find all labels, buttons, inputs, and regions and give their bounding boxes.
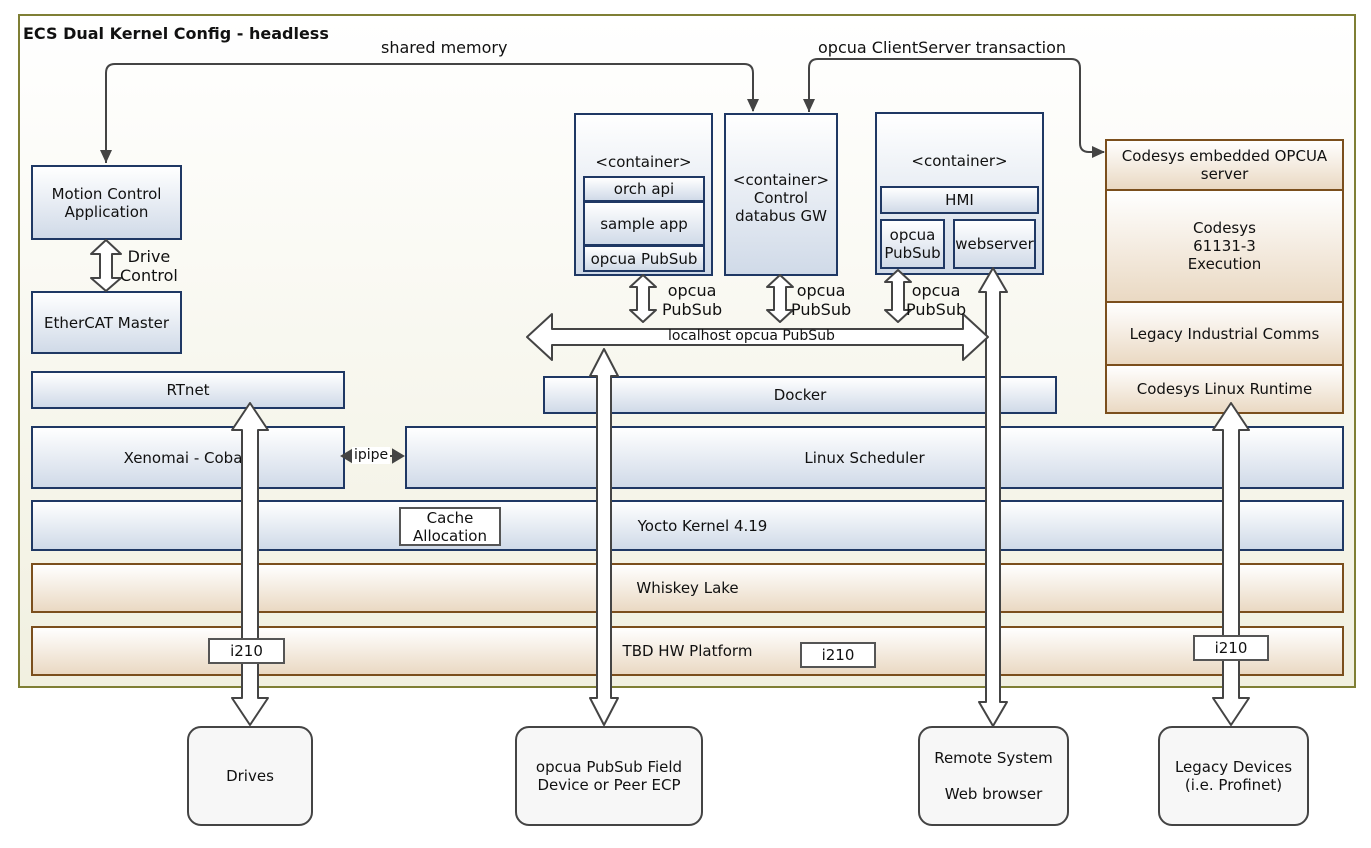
opcua-clientserver-connector xyxy=(808,58,1104,153)
docker-box: Docker xyxy=(543,376,1057,414)
remote-system-double-arrow xyxy=(978,267,1008,727)
xenomai-label: Xenomai - Coba xyxy=(123,448,243,467)
rtnet-box: RTnet xyxy=(31,371,345,409)
c3-pubsub-arrow xyxy=(884,269,912,323)
page-title: ECS Dual Kernel Config - headless xyxy=(23,24,329,43)
webserver-box: webserver xyxy=(953,219,1036,269)
c1-opcua-pubsub-label: opcua PubSub xyxy=(662,281,723,320)
hmi-box: HMI xyxy=(880,186,1039,214)
container-1-title: <container> xyxy=(595,153,692,171)
container-3-title: <container> xyxy=(911,152,1008,170)
nic-i210-legacy: i210 xyxy=(1193,635,1269,661)
c3-opcua-pubsub-label: opcua PubSub xyxy=(906,281,967,320)
sample-app-box: sample app xyxy=(583,201,705,246)
c2-pubsub-arrow xyxy=(766,274,794,323)
xenomai-cobalt-box: Xenomai - Coba xyxy=(31,426,345,489)
container-3-pubsub-box: opcua PubSub xyxy=(880,219,945,269)
drives-device: Drives xyxy=(187,726,313,826)
drive-control-label: Drive Control xyxy=(120,247,178,286)
codesys-opcua-server-box: Codesys embedded OPCUA server xyxy=(1105,139,1344,191)
remote-system-device: Remote System Web browser xyxy=(918,726,1069,826)
linux-scheduler-box: Linux Scheduler xyxy=(405,426,1344,489)
docker-label: Docker xyxy=(773,386,827,404)
container-1-pubsub-box: opcua PubSub xyxy=(583,245,705,272)
c2-opcua-pubsub-label: opcua PubSub xyxy=(791,281,852,320)
localhost-pubsub-double-arrow xyxy=(526,313,989,361)
drives-double-arrow xyxy=(231,402,269,726)
cache-allocation-box: Cache Allocation xyxy=(399,507,501,546)
c1-pubsub-arrow xyxy=(629,274,657,323)
control-databus-gw-container: <container> Control databus GW xyxy=(724,113,838,276)
motion-control-app-box: Motion Control Application xyxy=(31,165,182,240)
codesys-linux-runtime-box: Codesys Linux Runtime xyxy=(1105,364,1344,414)
yocto-kernel-label: Yocto Kernel 4.19 xyxy=(637,516,768,535)
legacy-industrial-comms-box: Legacy Industrial Comms xyxy=(1105,301,1344,366)
opcua-clientserver-label: opcua ClientServer transaction xyxy=(818,38,1067,57)
field-device-double-arrow xyxy=(589,348,619,726)
whiskey-lake-label: Whiskey Lake xyxy=(636,579,739,597)
shared-memory-label: shared memory xyxy=(381,38,508,57)
legacy-devices-double-arrow xyxy=(1212,402,1250,726)
nic-i210-center: i210 xyxy=(800,642,876,668)
field-device: opcua PubSub Field Device or Peer ECP xyxy=(515,726,703,826)
localhost-pubsub-label: localhost opcua PubSub xyxy=(668,328,835,344)
codesys-execution-box: Codesys 61131-3 Execution xyxy=(1105,189,1344,303)
shared-memory-connector xyxy=(105,63,754,163)
ethercat-master-box: EtherCAT Master xyxy=(31,291,182,354)
linux-scheduler-label: Linux Scheduler xyxy=(804,448,925,467)
drive-control-arrow xyxy=(90,239,122,292)
legacy-devices-device: Legacy Devices (i.e. Profinet) xyxy=(1158,726,1309,826)
hw-platform-label: TBD HW Platform xyxy=(622,642,753,660)
nic-i210-drives: i210 xyxy=(208,638,285,664)
ipipe-label: ipipe xyxy=(352,447,391,464)
